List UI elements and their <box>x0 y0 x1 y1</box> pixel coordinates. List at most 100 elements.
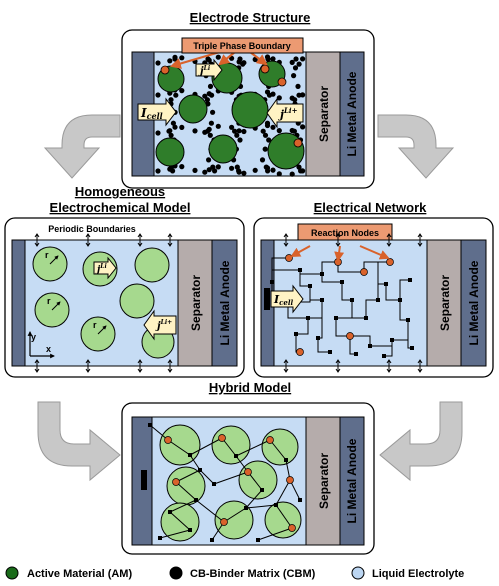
network-node <box>320 272 324 276</box>
periodic-arrow-head <box>85 233 91 238</box>
periodic-arrow-head <box>386 233 392 238</box>
cbm-dot <box>276 128 282 134</box>
cbm-dot <box>276 171 282 177</box>
cbm-dot <box>205 56 211 62</box>
hybrid-edge <box>275 504 293 529</box>
cbm-dot <box>270 124 276 130</box>
j-li-small: jLi <box>195 58 223 82</box>
cbm-dot <box>300 124 306 130</box>
hybrid-node <box>274 503 278 507</box>
periodic-arrow-head <box>386 368 392 373</box>
cbm-dot <box>237 56 243 62</box>
legend-label-am: Active Material (AM) <box>27 568 132 580</box>
network-edge <box>321 274 342 283</box>
icell-arrow: Icell <box>270 284 304 314</box>
periodic-arrow-head <box>34 368 40 373</box>
cbm-dot <box>172 124 178 130</box>
periodic-arrow-head <box>137 368 143 373</box>
cbm-dot <box>215 164 221 170</box>
reaction-node <box>288 524 296 532</box>
cbm-dot <box>229 124 235 130</box>
network-node <box>390 338 394 342</box>
hybrid-edge <box>159 529 191 539</box>
reaction-node <box>296 348 304 356</box>
svg-text:jLi+: jLi+ <box>155 319 172 332</box>
periodic-arrow-head <box>85 242 91 247</box>
periodic-arrow-head <box>386 359 392 364</box>
separator-label: Separator <box>438 275 452 331</box>
network-node <box>306 316 310 320</box>
cbm-dot <box>206 167 212 173</box>
panel-hybrid-model: Separator Li Metal Anode <box>121 402 375 555</box>
periodic-arrow-head <box>85 368 91 373</box>
anode-label: Li Metal Anode <box>345 438 359 523</box>
network-edge <box>351 300 366 319</box>
cbm-dot <box>173 92 179 98</box>
panel-homogeneous: Separator Li Metal Anode Periodic Bounda… <box>4 217 245 378</box>
periodic-arrow-head <box>167 368 173 373</box>
cbm-dot <box>192 128 198 134</box>
hybrid-node <box>298 498 302 502</box>
reaction-node <box>266 436 274 444</box>
cbm-dot <box>266 137 272 143</box>
cbm-dot <box>296 61 302 67</box>
cbm-dot <box>296 92 302 98</box>
network-edge <box>365 299 378 318</box>
periodic-arrow-head <box>386 242 392 247</box>
hybrid-node <box>188 528 192 532</box>
title-electrical-network: Electrical Network <box>314 200 427 215</box>
network-node <box>350 298 354 302</box>
cbm-dot <box>260 128 266 134</box>
cbm-dot <box>262 146 268 152</box>
cbm-dot <box>252 167 258 173</box>
hybrid-nodes <box>148 423 302 542</box>
network-nodes <box>270 254 414 358</box>
cbm-dot <box>155 92 161 98</box>
network-edge <box>299 270 310 287</box>
hybrid-node <box>198 468 202 472</box>
tpb-arrows <box>169 50 268 69</box>
periodic-arrow-head <box>167 359 173 364</box>
hybrid-edge <box>223 507 247 523</box>
cbm-dot <box>209 92 215 98</box>
icell-arrow: Icell <box>137 97 177 127</box>
cbm-dot <box>170 120 176 126</box>
network-node <box>320 298 324 302</box>
network-node <box>384 282 388 286</box>
network-edge <box>384 340 393 357</box>
cbm-dot <box>192 167 198 173</box>
panel-electrical-network: Separator Li Metal Anode Reaction Nodes … <box>253 217 494 378</box>
cbm-dot <box>205 128 211 134</box>
periodic-arrows <box>283 233 423 373</box>
legend: Active Material (AM) CB-Binder Matrix (C… <box>5 566 464 580</box>
network-edge <box>399 300 408 321</box>
legend-swatch-am <box>5 566 19 580</box>
hybrid-edge <box>213 471 249 485</box>
radius-markers <box>49 255 107 335</box>
cbm-dot <box>241 128 247 135</box>
network-node <box>398 298 402 302</box>
reaction-node <box>285 254 293 262</box>
network-edge <box>377 283 386 300</box>
current-collector-tab <box>264 288 270 310</box>
network-edge <box>399 279 410 300</box>
network-node <box>354 352 358 356</box>
periodic-arrow-head <box>85 359 91 364</box>
network-node <box>406 318 410 322</box>
tpb-label: Triple Phase Boundary <box>193 41 291 51</box>
periodic-arrow-head <box>283 242 289 247</box>
cbm-dot <box>266 92 273 98</box>
periodic-arrow-head <box>335 359 341 364</box>
light-am-particles <box>159 424 302 542</box>
network-node <box>334 316 338 320</box>
network-edge <box>341 282 352 301</box>
hybrid-edge <box>189 437 223 456</box>
hybrid-node <box>210 538 214 542</box>
axes <box>27 331 55 359</box>
cbm-dot <box>259 157 266 163</box>
network-node <box>308 284 312 288</box>
network-node <box>408 278 412 282</box>
anode-label: Li Metal Anode <box>345 71 359 156</box>
cbm-dot <box>167 58 173 64</box>
anode-label: Li Metal Anode <box>467 260 481 345</box>
